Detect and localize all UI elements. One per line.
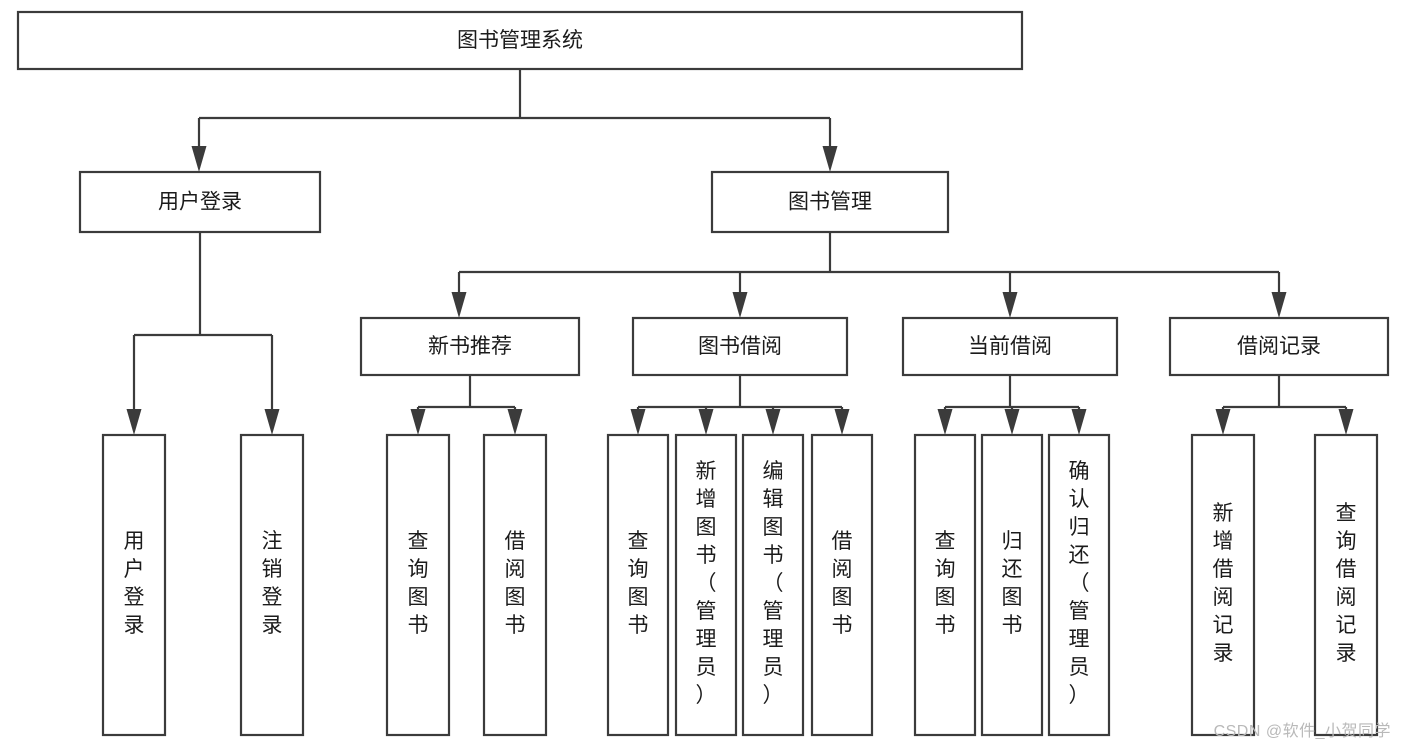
node-leaf-borrow-lend-book[interactable]: 借阅图书 [810, 433, 874, 737]
node-box[interactable] [631, 316, 849, 377]
connector-newbook-to-leaves [410, 375, 523, 435]
node-box[interactable] [901, 316, 1119, 377]
node-box[interactable] [810, 433, 874, 737]
node-label: 图书管理 [788, 191, 872, 214]
node-label: 借阅记录 [1237, 335, 1321, 358]
node-label: 新增借阅记录 [1213, 502, 1234, 665]
node-current-borrow[interactable]: 当前借阅 [901, 316, 1119, 377]
node-book-borrow[interactable]: 图书借阅 [631, 316, 849, 377]
arrow-head-icon [507, 409, 523, 435]
node-leaf-current-query-book[interactable]: 查询图书 [913, 433, 977, 737]
arrow-head-icon [1071, 409, 1087, 435]
arrow-head-icon [732, 292, 748, 318]
node-box[interactable] [606, 433, 670, 737]
arrow-head-icon [630, 409, 646, 435]
node-box[interactable] [741, 433, 805, 737]
connector-layer [126, 69, 1354, 435]
node-box[interactable] [710, 170, 950, 234]
arrow-head-icon [1271, 292, 1287, 318]
node-user-login[interactable]: 用户登录 [78, 170, 322, 234]
node-label: 用户登录 [124, 530, 145, 637]
connector-borrowrecord-to-leaves [1215, 375, 1354, 435]
node-box[interactable] [239, 433, 305, 737]
arrow-head-icon [822, 146, 838, 172]
node-leaf-borrow-edit-book[interactable]: 编辑图书（管理员） [741, 433, 805, 737]
connector-root-to-level2 [191, 69, 838, 172]
node-label: 新增图书（管理员） [696, 460, 717, 707]
node-new-book-rec[interactable]: 新书推荐 [359, 316, 581, 377]
arrow-head-icon [451, 292, 467, 318]
node-box[interactable] [1190, 433, 1256, 737]
node-box[interactable] [16, 10, 1024, 71]
arrow-head-icon [1004, 409, 1020, 435]
node-label: 确认归还（管理员） [1069, 460, 1090, 707]
node-label: 归还图书 [1002, 530, 1023, 637]
arrow-head-icon [1002, 292, 1018, 318]
node-box[interactable] [482, 433, 548, 737]
node-box[interactable] [1168, 316, 1390, 377]
node-label: 查询借阅记录 [1336, 502, 1357, 665]
node-label: 图书借阅 [698, 335, 782, 358]
arrow-head-icon [1338, 409, 1354, 435]
node-box[interactable] [913, 433, 977, 737]
watermark-text: CSDN @软件_小贺同学 [1213, 723, 1391, 740]
node-label: 借阅图书 [832, 530, 853, 637]
node-leaf-borrow-add-book[interactable]: 新增图书（管理员） [674, 433, 738, 737]
node-box[interactable] [1313, 433, 1379, 737]
node-box[interactable] [980, 433, 1044, 737]
node-label: 图书管理系统 [457, 29, 583, 52]
node-leaf-user-login[interactable]: 用户登录 [101, 433, 167, 737]
arrow-head-icon [264, 409, 280, 435]
node-root[interactable]: 图书管理系统 [16, 10, 1024, 71]
connector-bookborrow-to-leaves [630, 375, 850, 435]
arrow-head-icon [698, 409, 714, 435]
node-layer: 图书管理系统用户登录图书管理新书推荐图书借阅当前借阅借阅记录用户登录注销登录查询… [16, 10, 1390, 737]
arrow-head-icon [937, 409, 953, 435]
node-leaf-current-return-book[interactable]: 归还图书 [980, 433, 1044, 737]
arrow-head-icon [834, 409, 850, 435]
node-box[interactable] [359, 316, 581, 377]
connector-currentborrow-to-leaves [937, 375, 1087, 435]
node-label: 借阅图书 [505, 530, 526, 637]
node-label: 当前借阅 [968, 335, 1052, 358]
node-leaf-user-logout[interactable]: 注销登录 [239, 433, 305, 737]
arrow-head-icon [1215, 409, 1231, 435]
node-leaf-record-add[interactable]: 新增借阅记录 [1190, 433, 1256, 737]
node-box[interactable] [1047, 433, 1111, 737]
node-label: 注销登录 [262, 530, 283, 637]
node-label: 查询图书 [628, 530, 649, 637]
arrow-head-icon [126, 409, 142, 435]
node-leaf-rec-borrow-book[interactable]: 借阅图书 [482, 433, 548, 737]
connector-userlogin-to-leaves [126, 232, 280, 435]
node-box[interactable] [385, 433, 451, 737]
node-borrow-record[interactable]: 借阅记录 [1168, 316, 1390, 377]
node-leaf-borrow-query-book[interactable]: 查询图书 [606, 433, 670, 737]
node-label: 查询图书 [408, 530, 429, 637]
node-label: 编辑图书（管理员） [763, 460, 784, 707]
node-box[interactable] [78, 170, 322, 234]
node-leaf-rec-query-book[interactable]: 查询图书 [385, 433, 451, 737]
node-label: 用户登录 [158, 191, 242, 214]
arrow-head-icon [410, 409, 426, 435]
arrow-head-icon [191, 146, 207, 172]
arrow-head-icon [765, 409, 781, 435]
node-leaf-current-confirm-return[interactable]: 确认归还（管理员） [1047, 433, 1111, 737]
connector-bookmanage-to-level3 [451, 232, 1287, 318]
node-label: 查询图书 [935, 530, 956, 637]
node-book-manage[interactable]: 图书管理 [710, 170, 950, 234]
node-leaf-record-query[interactable]: 查询借阅记录 [1313, 433, 1379, 737]
node-box[interactable] [674, 433, 738, 737]
node-box[interactable] [101, 433, 167, 737]
node-label: 新书推荐 [428, 335, 512, 358]
